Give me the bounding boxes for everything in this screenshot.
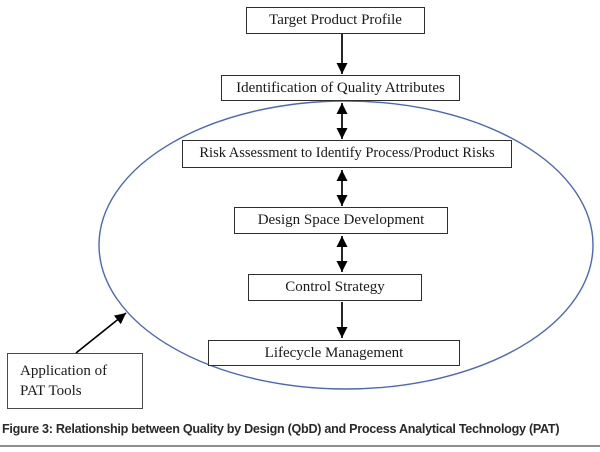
- box-target-product-profile: Target Product Profile: [246, 7, 425, 34]
- figure-caption: Figure 3: Relationship between Quality b…: [2, 421, 560, 436]
- box-risk-assessment-label: Risk Assessment to Identify Process/Prod…: [199, 145, 495, 162]
- box-design-space-development: Design Space Development: [234, 207, 448, 234]
- diagram-connectors: [75, 34, 594, 390]
- box-identification-quality-attributes: Identification of Quality Attributes: [221, 75, 460, 101]
- box-lifecycle-label: Lifecycle Management: [264, 344, 404, 361]
- box-identification-label: Identification of Quality Attributes: [236, 79, 445, 96]
- box-lifecycle-management: Lifecycle Management: [208, 340, 460, 366]
- diagram-canvas: Target Product Profile Identification of…: [7, 7, 594, 409]
- box-application-pat-tools: Application of PAT Tools: [7, 353, 143, 409]
- box-pat-label-line1: Application of: [20, 362, 108, 379]
- box-pat-label-line2: PAT Tools: [20, 383, 82, 399]
- qbd-ellipse: [98, 100, 594, 390]
- box-control-strategy: Control Strategy: [248, 274, 422, 301]
- box-design-space-label: Design Space Development: [257, 212, 425, 229]
- box-target-product-profile-label: Target Product Profile: [269, 12, 402, 29]
- box-control-strategy-label: Control Strategy: [285, 279, 385, 296]
- bottom-divider: [0, 445, 600, 447]
- box-risk-assessment: Risk Assessment to Identify Process/Prod…: [182, 140, 512, 168]
- arrow-pat-to-ellipse: [75, 312, 127, 354]
